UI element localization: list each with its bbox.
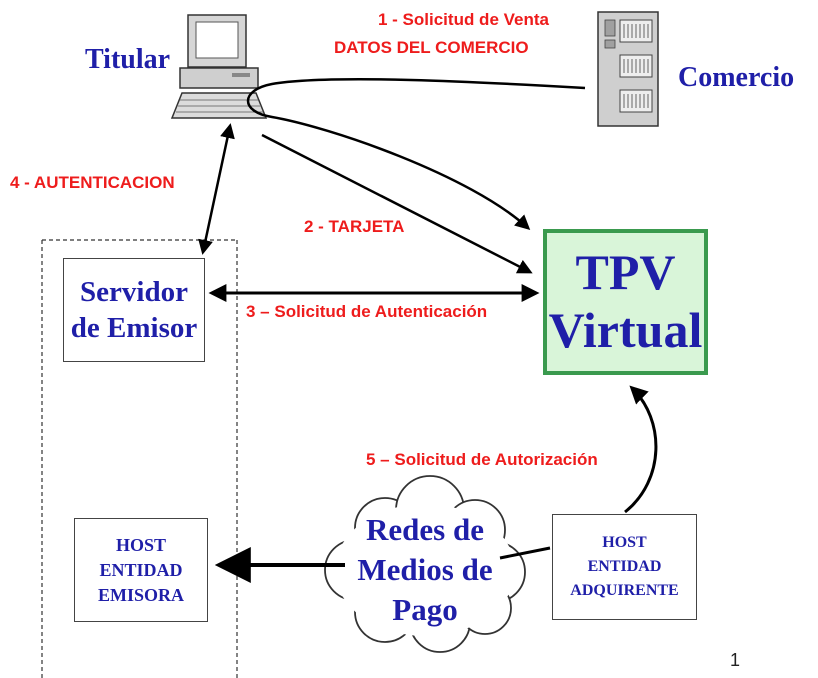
connector-adquirente-cloud — [499, 546, 551, 560]
servidor-emisor-box: Servidor de Emisor — [63, 258, 205, 362]
tpv-line2: Virtual — [548, 302, 703, 358]
step-1-sublabel: DATOS DEL COMERCIO — [334, 38, 529, 57]
redes-line2: Medios de — [357, 552, 493, 587]
redes-line1: Redes de — [366, 512, 484, 547]
tpv-line1: TPV — [575, 244, 676, 300]
host-emisora-line1: HOST — [115, 534, 167, 555]
cloud-fill — [335, 504, 515, 636]
redes-line3: Pago — [392, 592, 458, 627]
host-emisora-line3: EMISORA — [97, 584, 184, 605]
computer-icon — [170, 14, 268, 119]
arrow-2-tarjeta — [261, 133, 533, 274]
redes-label: Redes de Medios de Pago — [335, 510, 515, 630]
arrow-5-autorizacion — [624, 385, 658, 514]
server-icon — [597, 11, 659, 127]
arrow-1-solicitud-venta — [246, 78, 586, 231]
host-adquirente-line2: ENTIDAD — [587, 558, 662, 575]
step-4-label: 4 - AUTENTICACION — [10, 173, 175, 192]
step-1-label: 1 - Solicitud de Venta — [378, 10, 549, 29]
host-emisora-line2: ENTIDAD — [99, 559, 183, 580]
step-3-label: 3 – Solicitud de Autenticación — [246, 302, 488, 321]
arrow-4-autenticacion — [198, 123, 235, 255]
servidor-line1: Servidor — [80, 276, 188, 308]
servidor-line2: de Emisor — [70, 312, 198, 344]
host-adquirente-box: HOST ENTIDAD ADQUIRENTE — [552, 514, 697, 620]
host-adquirente-line3: ADQUIRENTE — [570, 582, 679, 599]
host-adquirente-line1: HOST — [602, 534, 647, 551]
step-2-label: 2 - TARJETA — [304, 217, 405, 236]
comercio-label: Comercio — [678, 62, 795, 93]
page-number: 1 — [730, 650, 741, 670]
host-emisora-box: HOST ENTIDAD EMISORA — [74, 518, 208, 622]
tpv-virtual-box: TPV Virtual — [543, 229, 708, 375]
titular-label: Titular — [85, 44, 171, 75]
step-5-label: 5 – Solicitud de Autorización — [366, 450, 598, 469]
